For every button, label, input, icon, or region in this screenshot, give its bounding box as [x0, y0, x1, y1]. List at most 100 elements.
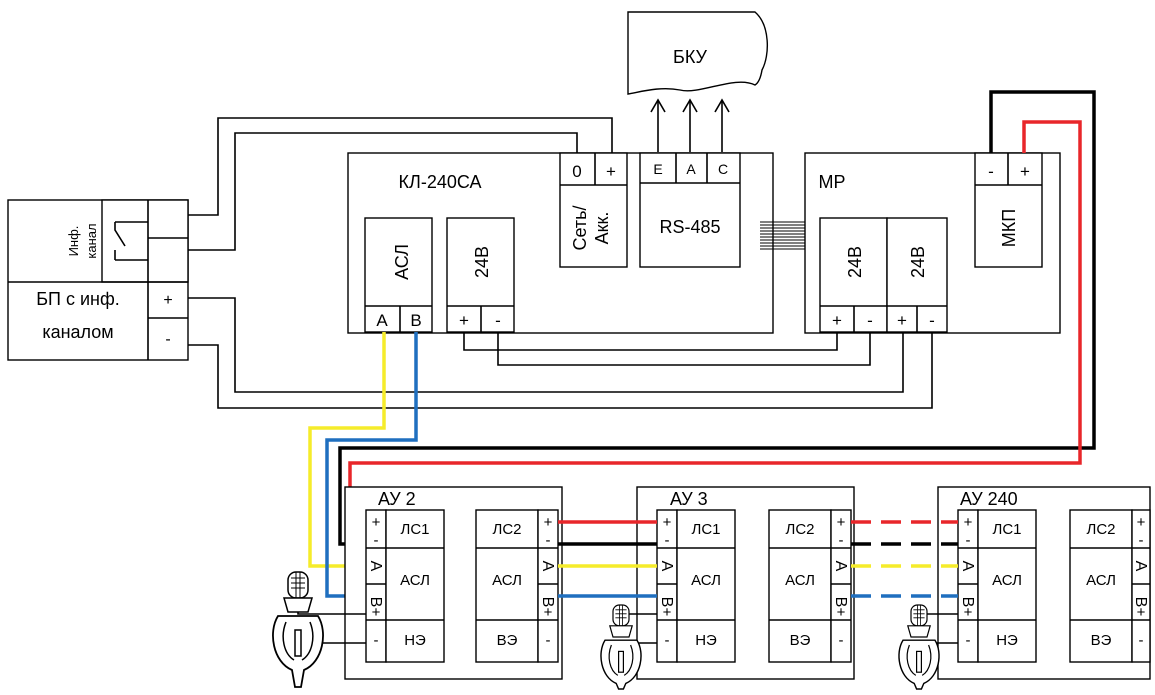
sprinkler-icon	[272, 571, 324, 688]
mr-24v-1-plus: +	[832, 311, 842, 330]
mr-24v-1-minus: -	[867, 311, 873, 330]
svg-text:НЭ: НЭ	[404, 632, 426, 649]
svg-text:А: А	[539, 561, 556, 572]
svg-text:А: А	[658, 561, 675, 572]
svg-text:+: +	[372, 514, 381, 531]
kl240-net-label-2: Акк.	[592, 212, 612, 245]
psu-block	[7, 199, 189, 361]
svg-text:ЛС1: ЛС1	[691, 521, 720, 538]
svg-text:-: -	[1139, 532, 1144, 549]
kl240-a-terminal: А	[376, 311, 388, 330]
mkp-plus-terminal: +	[1020, 162, 1030, 181]
svg-text:АСЛ: АСЛ	[992, 572, 1022, 589]
svg-text:-: -	[839, 632, 844, 649]
sprinkler-icon	[898, 604, 940, 690]
mkp-minus-terminal: -	[988, 162, 994, 181]
unit-au2	[344, 486, 563, 680]
rs485-label: RS-485	[659, 217, 720, 237]
unit-au240	[937, 486, 1151, 680]
svg-text:-: -	[665, 632, 670, 649]
svg-text:АСЛ: АСЛ	[691, 572, 721, 589]
svg-text:В: В	[539, 597, 556, 608]
psu-name-line1: БП с инф.	[36, 289, 120, 309]
rs485-c-terminal: C	[718, 161, 728, 177]
wire-blue-b	[325, 332, 418, 598]
svg-text:В: В	[1132, 597, 1149, 608]
svg-text:-: -	[966, 532, 971, 549]
mr-title: МР	[819, 172, 846, 192]
kl240-asl-label: АСЛ	[392, 244, 412, 280]
svg-text:+: +	[544, 514, 553, 531]
svg-text:АСЛ: АСЛ	[1086, 572, 1116, 589]
svg-text:-: -	[966, 632, 971, 649]
unit-au3	[636, 486, 855, 680]
svg-text:ВЭ: ВЭ	[790, 632, 811, 649]
kl240-24v-minus: -	[495, 311, 501, 330]
svg-text:+: +	[663, 604, 672, 621]
svg-text:В: В	[959, 597, 976, 608]
psu-plus: +	[163, 292, 172, 309]
svg-text:-: -	[546, 532, 551, 549]
svg-text:В: В	[658, 597, 675, 608]
unit-au3-title: АУ 3	[670, 489, 708, 509]
svg-text:+: +	[837, 514, 846, 531]
rs485-e-terminal: E	[653, 161, 662, 177]
rs485-arrows	[650, 98, 730, 152]
sprinkler-icon	[600, 604, 642, 690]
kl240-block	[347, 152, 774, 334]
svg-text:-: -	[374, 632, 379, 649]
svg-text:ЛС2: ЛС2	[1086, 521, 1115, 538]
svg-text:НЭ: НЭ	[996, 632, 1018, 649]
svg-text:АСЛ: АСЛ	[492, 572, 522, 589]
kl240-title: КЛ-240СА	[399, 172, 482, 192]
kl240-24v-plus: +	[459, 311, 469, 330]
svg-text:-: -	[839, 532, 844, 549]
svg-text:В: В	[367, 597, 384, 608]
svg-text:АСЛ: АСЛ	[400, 572, 430, 589]
unit-au2-title: АУ 2	[378, 489, 416, 509]
svg-text:А: А	[832, 561, 849, 572]
unit-loop-wires	[558, 520, 958, 598]
mr-24v-2-label: 24В	[908, 246, 928, 278]
svg-text:В: В	[832, 597, 849, 608]
kl240-24v-label: 24В	[472, 246, 492, 278]
svg-text:АСЛ: АСЛ	[785, 572, 815, 589]
bku-block	[627, 11, 769, 95]
svg-text:А: А	[959, 561, 976, 572]
mr-block	[804, 152, 1061, 334]
mr-24v-1-label: 24В	[845, 246, 865, 278]
unit-au3-labels: + - А В + - ЛС1 АСЛ НЭ ЛС2 АСЛ ВЭ + - А …	[658, 514, 849, 649]
svg-text:ЛС1: ЛС1	[992, 521, 1021, 538]
svg-text:-: -	[374, 532, 379, 549]
svg-text:+: +	[372, 604, 381, 621]
svg-text:-: -	[1139, 632, 1144, 649]
svg-text:ВЭ: ВЭ	[497, 632, 518, 649]
svg-text:+: +	[964, 514, 973, 531]
psu-info-channel-label: Инф.	[66, 226, 81, 257]
unit-au240-title: АУ 240	[960, 489, 1018, 509]
thin-wiring	[188, 90, 1096, 546]
svg-text:+: +	[663, 514, 672, 531]
kl240-net-label-1: Сеть/	[570, 205, 590, 250]
psu-info-channel-label-2: канал	[84, 223, 99, 258]
mr-24v-2-minus: -	[929, 311, 935, 330]
unit-au2-labels: + - А В + - ЛС1 АСЛ НЭ ЛС2 АСЛ ВЭ + - А …	[367, 514, 556, 649]
bku-label: БКУ	[673, 47, 708, 67]
svg-text:+: +	[1137, 604, 1146, 621]
svg-text:НЭ: НЭ	[695, 632, 717, 649]
mkp-label: МКП	[999, 209, 1019, 247]
kl240-zero-terminal: 0	[572, 162, 581, 181]
kl240-b-terminal: В	[410, 311, 421, 330]
svg-text:+: +	[964, 604, 973, 621]
svg-text:+: +	[837, 604, 846, 621]
kl240-net-plus-terminal: +	[606, 162, 616, 181]
rs485-a-terminal: A	[686, 161, 696, 177]
svg-text:+: +	[544, 604, 553, 621]
svg-text:А: А	[1132, 561, 1149, 572]
psu-minus: -	[165, 331, 170, 348]
unit-au240-labels: + - А В + - ЛС1 АСЛ НЭ ЛС2 АСЛ ВЭ + - А …	[959, 514, 1149, 649]
mr-24v-2-plus: +	[897, 311, 907, 330]
svg-text:-: -	[546, 632, 551, 649]
svg-text:ЛС2: ЛС2	[785, 521, 814, 538]
